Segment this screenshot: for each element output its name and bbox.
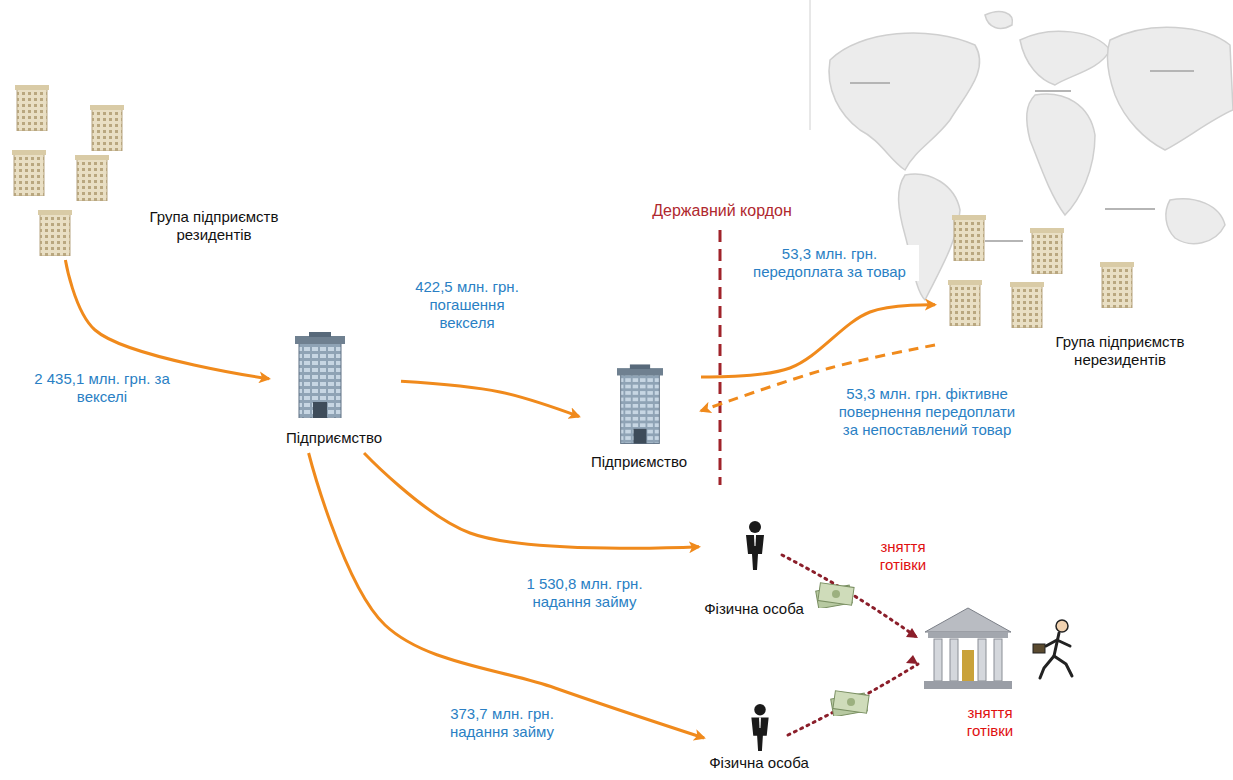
flow-label: 1 530,8 млн. грн. надання займу	[515, 575, 654, 611]
flow-label: 373,7 млн. грн. надання займу	[440, 705, 564, 741]
arrow-head	[906, 655, 918, 664]
flow-label: 2 435,1 млн. грн. за векселі	[30, 370, 174, 406]
money-icon	[831, 691, 869, 717]
money-icon	[816, 583, 854, 609]
flow-label: 422,5 млн. грн. погашення векселя	[405, 278, 529, 332]
nonresident-buildings	[948, 215, 1134, 328]
node-label: Група підприємств нерезидентів	[1020, 333, 1220, 369]
flow-label: 53,3 млн. грн. передоплата за товар	[740, 245, 919, 281]
flow-arrow	[401, 381, 579, 416]
cash-withdrawal	[782, 555, 918, 735]
state-border	[719, 230, 722, 485]
person-icon	[751, 704, 768, 751]
person-icon	[746, 521, 764, 570]
flow-arrow	[364, 453, 699, 548]
flow-arrow	[65, 260, 269, 379]
enterprise: Підприємство	[579, 360, 701, 473]
border-label: Державний кордон	[612, 202, 832, 220]
action-label: зняття готівки	[866, 538, 940, 574]
resident-buildings	[12, 85, 124, 256]
person: Фізична особа	[704, 700, 816, 776]
action-label: зняття готівки	[953, 704, 1027, 740]
enterprise-building	[295, 332, 345, 418]
enterprise-building	[617, 364, 663, 443]
arrow-head	[906, 628, 918, 638]
node-label: Фізична особа	[704, 754, 814, 772]
person: Фізична особа	[699, 515, 811, 621]
enterprise-group: Група підприємств нерезидентів	[935, 205, 1225, 380]
flow-arrow	[309, 453, 704, 738]
node-label: Фізична особа	[699, 600, 809, 618]
flow-label: 53,3 млн. грн. фіктивне повернення перед…	[835, 385, 1019, 439]
bank-building	[924, 608, 1012, 689]
node-label: Підприємство	[579, 453, 699, 471]
node-label: Група підприємств резидентів	[119, 208, 309, 244]
flow-arrow	[701, 305, 935, 377]
running-man	[1033, 620, 1072, 678]
enterprise: Підприємство	[269, 325, 401, 453]
enterprise-group: Група підприємств резидентів	[4, 80, 311, 260]
node-label: Підприємство	[269, 429, 399, 447]
